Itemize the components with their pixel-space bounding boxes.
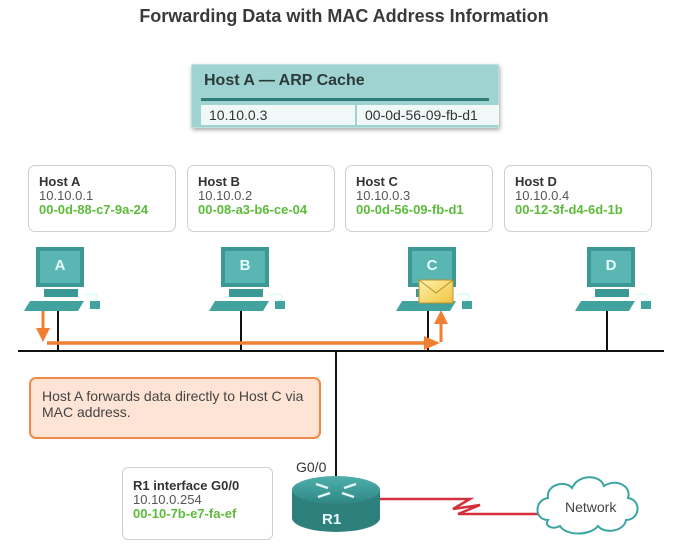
host-name: Host A — [39, 174, 81, 189]
computer-icon — [396, 247, 472, 311]
host-c-computer-icon[interactable]: C — [392, 243, 472, 323]
host-b-computer-icon[interactable]: B — [205, 243, 285, 323]
host-a-computer-icon[interactable]: A — [20, 243, 100, 323]
computer-icon — [575, 247, 651, 311]
arp-cache-title: Host A — ARP Cache — [204, 72, 365, 89]
host-name: Host D — [515, 174, 557, 189]
host-name: Host B — [198, 174, 240, 189]
router-interface-info: R1 interface G0/0 10.10.0.254 00-10-7b-e… — [122, 467, 273, 540]
host-mac: 00-12-3f-d4-6d-1b — [515, 202, 623, 217]
arp-cache-table: Host A — ARP Cache 10.10.0.3 00-0d-56-09… — [191, 64, 499, 128]
diagram-title: Forwarding Data with MAC Address Informa… — [139, 6, 549, 26]
computer-icon — [24, 247, 100, 311]
computer-label: B — [239, 257, 251, 274]
host-ip: 10.10.0.1 — [39, 188, 94, 203]
host-mac: 00-08-a3-b6-ce-04 — [198, 202, 308, 217]
envelope-icon — [418, 279, 454, 304]
data-flow-arrow — [36, 303, 448, 350]
router-interface-title: R1 interface G0/0 — [133, 478, 240, 493]
host-ip: 10.10.0.3 — [356, 188, 411, 203]
explanation-note: Host A forwards data directly to Host C … — [29, 377, 321, 439]
arp-entry-ip: 10.10.0.3 — [201, 105, 355, 125]
host-ip: 10.10.0.2 — [198, 188, 253, 203]
computer-label: D — [605, 257, 617, 274]
network-cloud-icon — [536, 476, 639, 535]
computer-label: A — [54, 257, 66, 274]
serial-link — [368, 497, 540, 516]
host-b-info: Host B 10.10.0.2 00-08-a3-b6-ce-04 — [187, 165, 335, 232]
arp-entry-mac: 00-0d-56-09-fb-d1 — [357, 105, 499, 125]
router-interface-ip: 10.10.0.254 — [133, 492, 202, 507]
router-r1-icon — [292, 476, 380, 532]
host-d-info: Host D 10.10.0.4 00-12-3f-d4-6d-1b — [504, 165, 652, 232]
computer-icon — [209, 247, 285, 311]
router-interface-mac: 00-10-7b-e7-fa-ef — [133, 506, 237, 521]
arp-cache-divider — [201, 98, 489, 101]
host-d-computer-icon[interactable]: D — [571, 243, 651, 323]
host-ip: 10.10.0.4 — [515, 188, 570, 203]
router-interface-label: G0/0 — [296, 459, 327, 475]
host-mac: 00-0d-88-c7-9a-24 — [39, 202, 149, 217]
network-cloud-label: Network — [565, 499, 617, 515]
host-mac: 00-0d-56-09-fb-d1 — [356, 202, 464, 217]
host-name: Host C — [356, 174, 398, 189]
computer-label: C — [426, 257, 438, 274]
router-label: R1 — [322, 511, 342, 528]
host-a-info: Host A 10.10.0.1 00-0d-88-c7-9a-24 — [28, 165, 176, 232]
host-c-info: Host C 10.10.0.3 00-0d-56-09-fb-d1 — [345, 165, 493, 232]
